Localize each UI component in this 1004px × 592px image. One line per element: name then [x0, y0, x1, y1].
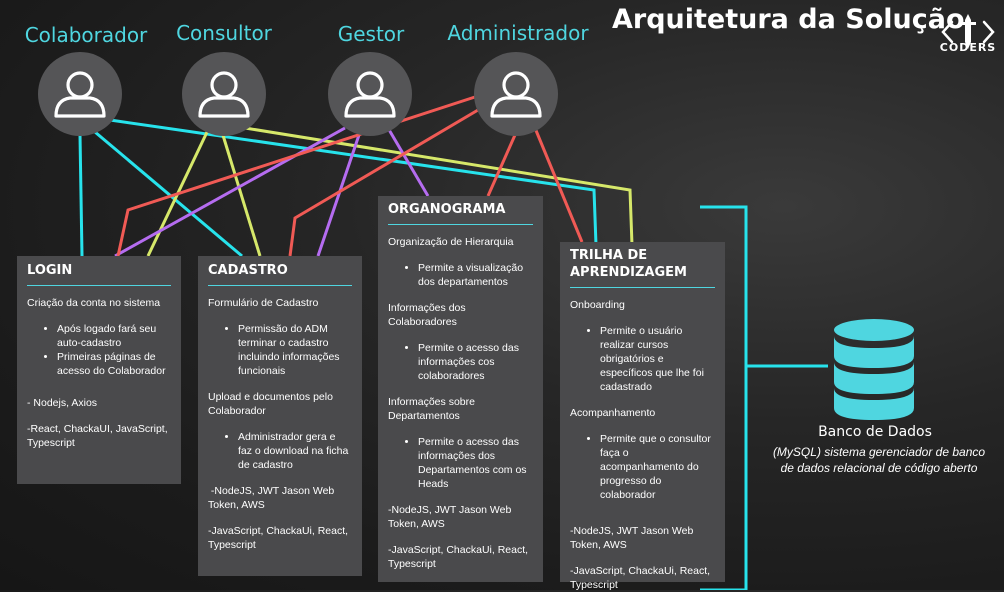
user-icon: [490, 71, 542, 118]
list-item: Após logado fará seu auto-cadastro: [57, 322, 171, 350]
database-description: (MySQL) sistema gerenciador de banco de …: [772, 445, 986, 475]
list-item: Permissão do ADM terminar o cadastro inc…: [238, 322, 352, 378]
avatar-consultor: [182, 52, 266, 136]
list-item: Permite o acesso das informações cos col…: [418, 341, 533, 383]
card-section: Formulário de Cadastro: [208, 297, 319, 309]
tech-frontend: -JavaScript, ChackaUi, React, Typescript: [570, 565, 711, 591]
card-trilha-aprendizagem: TRILHA DE APRENDIZAGEM Onboarding Permit…: [560, 242, 725, 591]
line-gestor-cadastro: [316, 131, 362, 257]
list-item: Permite a visualização dos departamentos: [418, 261, 533, 289]
line-colaborador-trilha: [109, 118, 598, 246]
list-item: Primeiras páginas de acesso do Colaborad…: [57, 350, 171, 378]
card-subtitle: Criação da conta no sistema: [27, 297, 161, 309]
card-login: LOGIN Criação da conta no sistema Após l…: [17, 256, 181, 484]
page-title: Arquitetura da Solução: [612, 4, 965, 35]
database-title: Banco de Dados: [818, 424, 932, 440]
list-item: Permite o acesso das informações dos Dep…: [418, 435, 533, 491]
logo-text: CODERS: [939, 41, 997, 54]
line-admin-trilha: [533, 127, 584, 243]
line-admin-cadastro: [288, 108, 479, 257]
tech-backend: -NodeJS, JWT Jason Web Token, AWS: [570, 525, 694, 551]
card-bullets: Permite a visualização dos departamentos: [388, 261, 533, 289]
card-section: Upload e documentos pelo Colaborador: [208, 391, 333, 417]
card-section: Acompanhamento: [570, 407, 656, 419]
line-colaborador-login: [78, 134, 84, 257]
coders-logo-icon: [941, 14, 995, 49]
card-section: Informações dos Colaboradores: [388, 302, 466, 328]
card-title: ORGANOGRAMA: [388, 201, 533, 225]
card-cadastro: CADASTRO Formulário de Cadastro Permissã…: [198, 256, 362, 576]
list-item: Administrador gera e faz o download na f…: [238, 430, 352, 472]
tech-backend: -NodeJS, JWT Jason Web Token, AWS: [388, 504, 512, 530]
line-gestor-login: [114, 126, 346, 258]
card-bullets: Permite o usuário realizar cursos obriga…: [570, 324, 715, 394]
card-title: CADASTRO: [208, 262, 352, 286]
card-title: LOGIN: [27, 262, 171, 286]
card-bullets: Permite que o consultor faça o acompanha…: [570, 432, 715, 502]
card-bullets: Permissão do ADM terminar o cadastro inc…: [208, 322, 352, 378]
card-organograma: ORGANOGRAMA Organização de Hierarquia Pe…: [378, 196, 543, 582]
list-item: Permite o usuário realizar cursos obriga…: [600, 324, 715, 394]
card-section: Informações sobre Departamentos: [388, 396, 475, 422]
card-bullets: Após logado fará seu auto-cadastro Prime…: [27, 322, 171, 378]
card-bullets: Administrador gera e faz o download na f…: [208, 430, 352, 472]
line-consultor-cadastro: [220, 131, 262, 257]
role-label-colaborador: Colaborador: [24, 23, 148, 47]
tech-frontend: -JavaScript, ChackaUi, React, Typescript: [208, 525, 349, 551]
card-section: Onboarding: [570, 299, 625, 311]
user-icon: [54, 71, 106, 118]
card-bullets: Permite o acesso das informações cos col…: [388, 341, 533, 383]
tech-frontend: -JavaScript, ChackaUi, React, Typescript: [388, 544, 529, 570]
card-bullets: Permite o acesso das informações dos Dep…: [388, 435, 533, 491]
line-admin-organograma: [486, 134, 517, 197]
database-bracket: [700, 205, 748, 590]
line-colaborador-cadastro: [94, 130, 243, 258]
line-gestor-organograma: [386, 127, 430, 197]
avatar-gestor: [328, 52, 412, 136]
avatar-colaborador: [38, 52, 122, 136]
role-label-administrador: Administrador: [447, 21, 589, 45]
user-icon: [198, 71, 250, 118]
database-icon: [834, 319, 914, 420]
role-label-gestor: Gestor: [337, 22, 405, 46]
card-title: TRILHA DE APRENDIZAGEM: [570, 247, 715, 288]
line-consultor-trilha: [244, 126, 634, 246]
tech-backend: -NodeJS, JWT Jason Web Token, AWS: [208, 485, 337, 511]
tech-backend: - Nodejs, Axios: [27, 397, 98, 409]
user-icon: [344, 71, 396, 118]
role-label-consultor: Consultor: [176, 21, 272, 45]
avatar-administrador: [474, 52, 558, 136]
list-item: Permite que o consultor faça o acompanha…: [600, 432, 715, 502]
tech-frontend: -React, ChackaUI, JavaScript, Typescript: [27, 423, 168, 449]
card-section: Organização de Hierarquia: [388, 236, 514, 248]
